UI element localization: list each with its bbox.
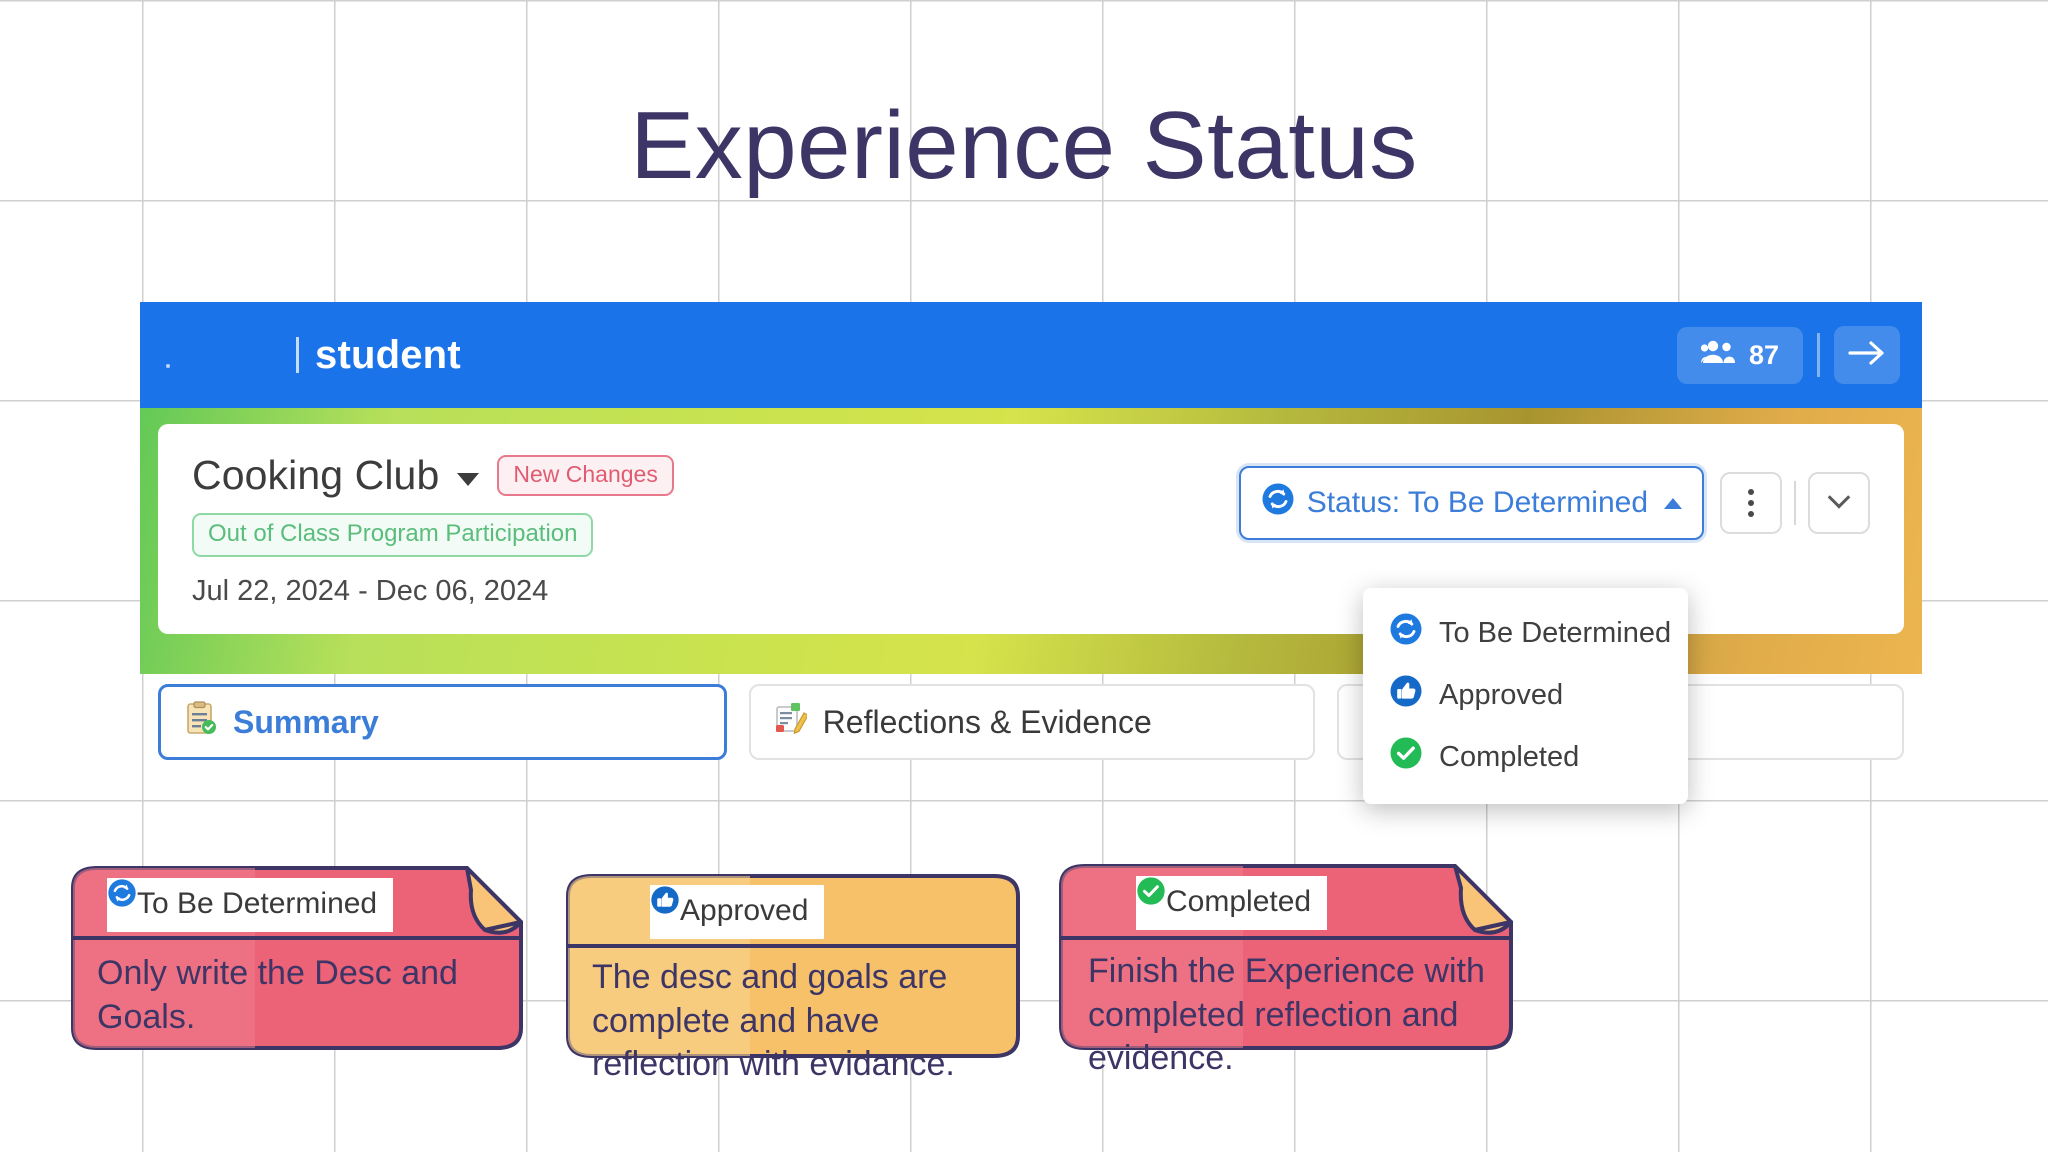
caret-up-icon [1664, 497, 1682, 509]
note-status-chip: Completed [1136, 876, 1328, 930]
page-title: Experience Status [630, 92, 1418, 199]
note-status-chip: To Be Determined [107, 878, 394, 932]
note-body-text: Finish the Experience with completed ref… [1088, 952, 1485, 1078]
card-gradient-frame: Cooking Club New Changes Out of Class Pr… [140, 408, 1922, 674]
chevron-down-icon[interactable] [457, 473, 480, 486]
menu-item-label: Completed [1439, 740, 1580, 773]
status-menu-item-completed[interactable]: Completed [1363, 726, 1688, 788]
brand-group: student [158, 302, 461, 408]
category-badge: Out of Class Program Participation [192, 513, 594, 557]
clipboard-check-icon [185, 701, 217, 743]
brand-divider [296, 337, 299, 373]
expand-collapse-button[interactable] [1808, 472, 1870, 534]
kebab-menu-button[interactable] [1720, 472, 1782, 534]
card-actions: Status: To Be Determined [1238, 452, 1870, 540]
app-window: student 87 [140, 302, 1922, 674]
date-range: Jul 22, 2024 - Dec 06, 2024 [192, 575, 549, 607]
note-status-chip: Approved [650, 885, 825, 939]
note-status-label: To Be Determined [137, 887, 378, 920]
sticky-notes-row: To Be Determined Only write the Desc and… [0, 856, 2048, 1126]
chevron-down-icon [1827, 486, 1851, 509]
app-header-bar: student 87 [140, 302, 1922, 408]
people-count-value: 87 [1748, 339, 1779, 370]
status-menu-item-approved[interactable]: Approved [1363, 664, 1688, 726]
sync-refresh-icon [1389, 612, 1423, 654]
people-group-icon [1700, 339, 1735, 372]
note-status-label: Completed [1166, 885, 1312, 918]
status-dropdown-menu: To Be Determined Approved Completed [1363, 588, 1688, 804]
menu-item-label: Approved [1439, 678, 1564, 711]
brand-dot-icon [166, 364, 170, 368]
actions-divider [1794, 481, 1796, 525]
notes-pencil-icon [775, 701, 809, 743]
note-status-label: Approved [680, 894, 809, 927]
kebab-menu-icon [1748, 489, 1754, 495]
brand-name: student [315, 332, 461, 377]
experience-info: Cooking Club New Changes Out of Class Pr… [192, 452, 674, 608]
tab-reflections-evidence[interactable]: Reflections & Evidence [748, 684, 1316, 760]
status-menu-item-to-be-determined[interactable]: To Be Determined [1363, 602, 1688, 664]
tab-label: Reflections & Evidence [822, 703, 1152, 740]
tab-label: Summary [233, 703, 379, 740]
header-right-group: 87 [1676, 326, 1900, 384]
tab-summary[interactable]: Summary [158, 684, 727, 760]
note-body-text: Only write the Desc and Goals. [97, 954, 458, 1036]
people-count-button[interactable]: 87 [1676, 326, 1803, 384]
header-divider [1817, 333, 1820, 377]
experience-name[interactable]: Cooking Club [192, 452, 440, 498]
kebab-menu-icon [1748, 511, 1754, 517]
check-circle-icon [1389, 736, 1423, 778]
arrow-right-button[interactable] [1834, 326, 1900, 384]
kebab-menu-icon [1748, 500, 1754, 506]
menu-item-label: To Be Determined [1439, 616, 1672, 649]
sticky-note-completed: Completed Finish the Experience with com… [1043, 858, 1533, 1077]
sticky-note-approved: Approved The desc and goals are complete… [550, 868, 1030, 1083]
status-label: Status: To Be Determined [1306, 486, 1648, 519]
note-body-text: The desc and goals are complete and have… [592, 958, 955, 1084]
new-changes-badge: New Changes [497, 455, 674, 496]
sticky-note-to-be-determined: To Be Determined Only write the Desc and… [55, 860, 535, 1060]
sync-refresh-icon [1261, 482, 1295, 524]
experience-title-row: Cooking Club New Changes [192, 452, 674, 499]
status-dropdown-button[interactable]: Status: To Be Determined [1238, 466, 1704, 540]
thumbs-up-icon [1389, 674, 1423, 716]
arrow-right-icon [1847, 339, 1887, 372]
